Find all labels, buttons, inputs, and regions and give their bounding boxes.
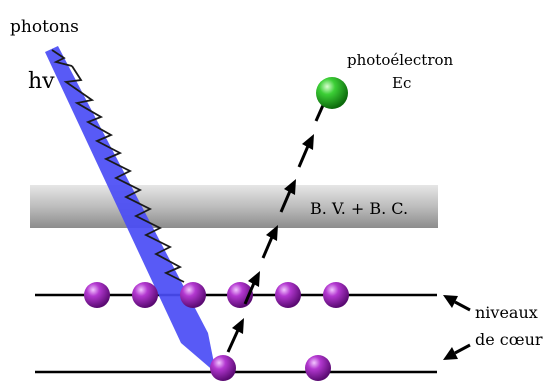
photons-label: photons xyxy=(10,17,79,37)
photoelectron-label: photoélectron xyxy=(347,51,454,69)
photon-beam xyxy=(45,46,216,373)
core-electron xyxy=(305,355,331,381)
core-electron xyxy=(132,282,158,308)
core-electron xyxy=(275,282,301,308)
core-electron xyxy=(323,282,349,308)
band-rect xyxy=(30,185,438,228)
photoelectron xyxy=(316,77,348,109)
photon-wave xyxy=(63,65,185,283)
ec-label: Ec xyxy=(392,74,411,92)
photon-wave-tail xyxy=(51,49,73,67)
core-electron xyxy=(84,282,110,308)
de-coeur-label: de cœur xyxy=(475,330,543,349)
ejection-arrows xyxy=(226,91,330,353)
core-electron xyxy=(180,282,206,308)
band-label: B. V. + B. C. xyxy=(310,199,408,218)
niveaux-label: niveaux xyxy=(475,303,538,322)
hv-label: hv xyxy=(28,69,55,94)
pointer-arrows xyxy=(443,295,471,360)
core-electron xyxy=(210,355,236,381)
